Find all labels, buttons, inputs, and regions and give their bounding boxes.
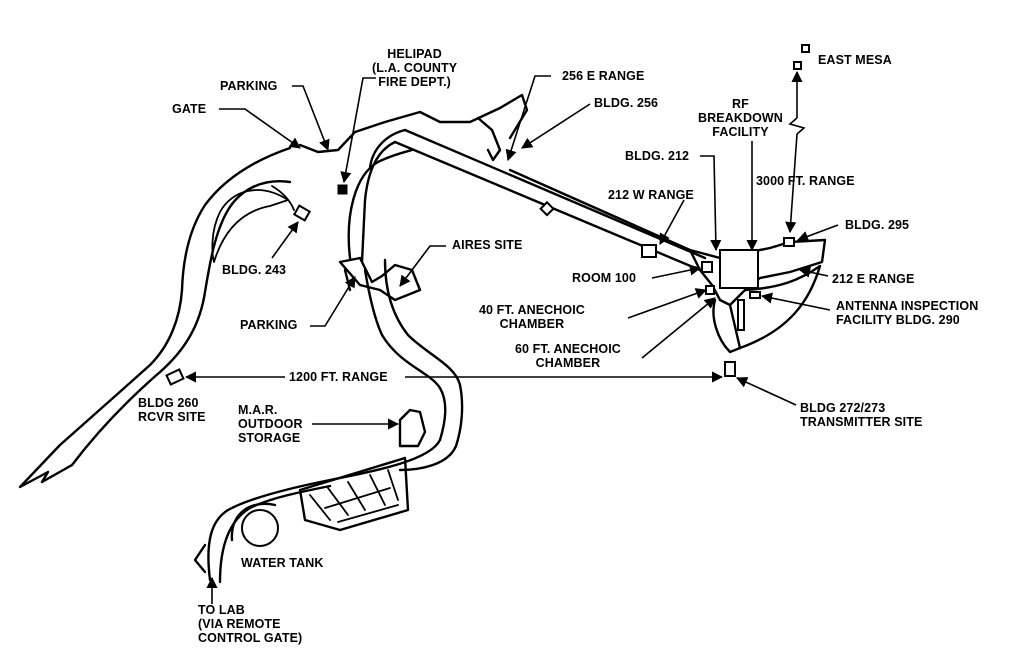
- east-mesa-marker-top: [801, 44, 810, 53]
- bldg-243: [292, 204, 312, 222]
- label-water-tank: WATER TANK: [241, 556, 324, 570]
- chamber-40: [705, 285, 715, 295]
- label-parking-top: PARKING: [220, 79, 278, 93]
- bldg-295: [783, 237, 795, 247]
- label-212e-range: 212 E RANGE: [832, 272, 915, 286]
- label-40-chamber: 40 FT. ANECHOIC CHAMBER: [479, 303, 585, 331]
- label-helipad: HELIPAD (L.A. COUNTY FIRE DEPT.): [372, 47, 458, 89]
- helipad-marker: [337, 184, 348, 195]
- label-bldg-295: BLDG. 295: [845, 218, 910, 232]
- site-boundary: [18, 93, 529, 489]
- bldg-260: [165, 368, 185, 386]
- label-bldg-243: BLDG. 243: [222, 263, 287, 277]
- east-mesa-marker: [793, 61, 802, 70]
- label-to-lab: TO LAB (VIA REMOTE CONTROL GATE): [198, 603, 303, 645]
- label-east-mesa: EAST MESA: [818, 53, 892, 67]
- mar-storage-area: [298, 408, 427, 532]
- chamber-60: [737, 299, 745, 331]
- label-mar-storage: M.A.R. OUTDOOR STORAGE: [238, 403, 303, 445]
- label-60-chamber: 60 FT. ANECHOIC CHAMBER: [515, 342, 621, 370]
- label-rf-breakdown: RF BREAKDOWN FACILITY: [698, 97, 783, 139]
- label-aires-site: AIRES SITE: [452, 238, 523, 252]
- label-3000-range: 3000 FT. RANGE: [756, 174, 855, 188]
- bldg-212-complex: [641, 237, 827, 377]
- label-parking-mid: PARKING: [240, 318, 298, 332]
- bldg-290: [749, 291, 761, 299]
- label-256e-range: 256 E RANGE: [562, 69, 645, 83]
- label-bldg-272: BLDG 272/273 TRANSMITTER SITE: [800, 401, 923, 429]
- range-3000-line: [785, 70, 806, 234]
- label-bldg-212: BLDG. 212: [625, 149, 690, 163]
- room-100: [701, 261, 713, 273]
- aires-site-area: [338, 256, 422, 302]
- small-bldg: [539, 200, 555, 217]
- label-room-100: ROOM 100: [572, 271, 637, 285]
- label-antenna-inspection: ANTENNA INSPECTION FACILITY BLDG. 290: [836, 299, 979, 327]
- bldg-272-273: [724, 361, 736, 377]
- road-to-lab: [193, 543, 207, 574]
- label-bldg-256: BLDG. 256: [594, 96, 659, 110]
- bldg-256-range: [476, 116, 502, 162]
- bldg-212: [719, 249, 759, 289]
- label-bldg-260: BLDG 260 RCVR SITE: [138, 396, 206, 424]
- label-212w-range: 212 W RANGE: [608, 188, 694, 202]
- label-leaders: [206, 75, 839, 604]
- label-gate: GATE: [172, 102, 207, 116]
- label-1200-range: 1200 FT. RANGE: [289, 370, 388, 384]
- bldg-212w: [641, 244, 657, 258]
- water-tank: [230, 502, 279, 547]
